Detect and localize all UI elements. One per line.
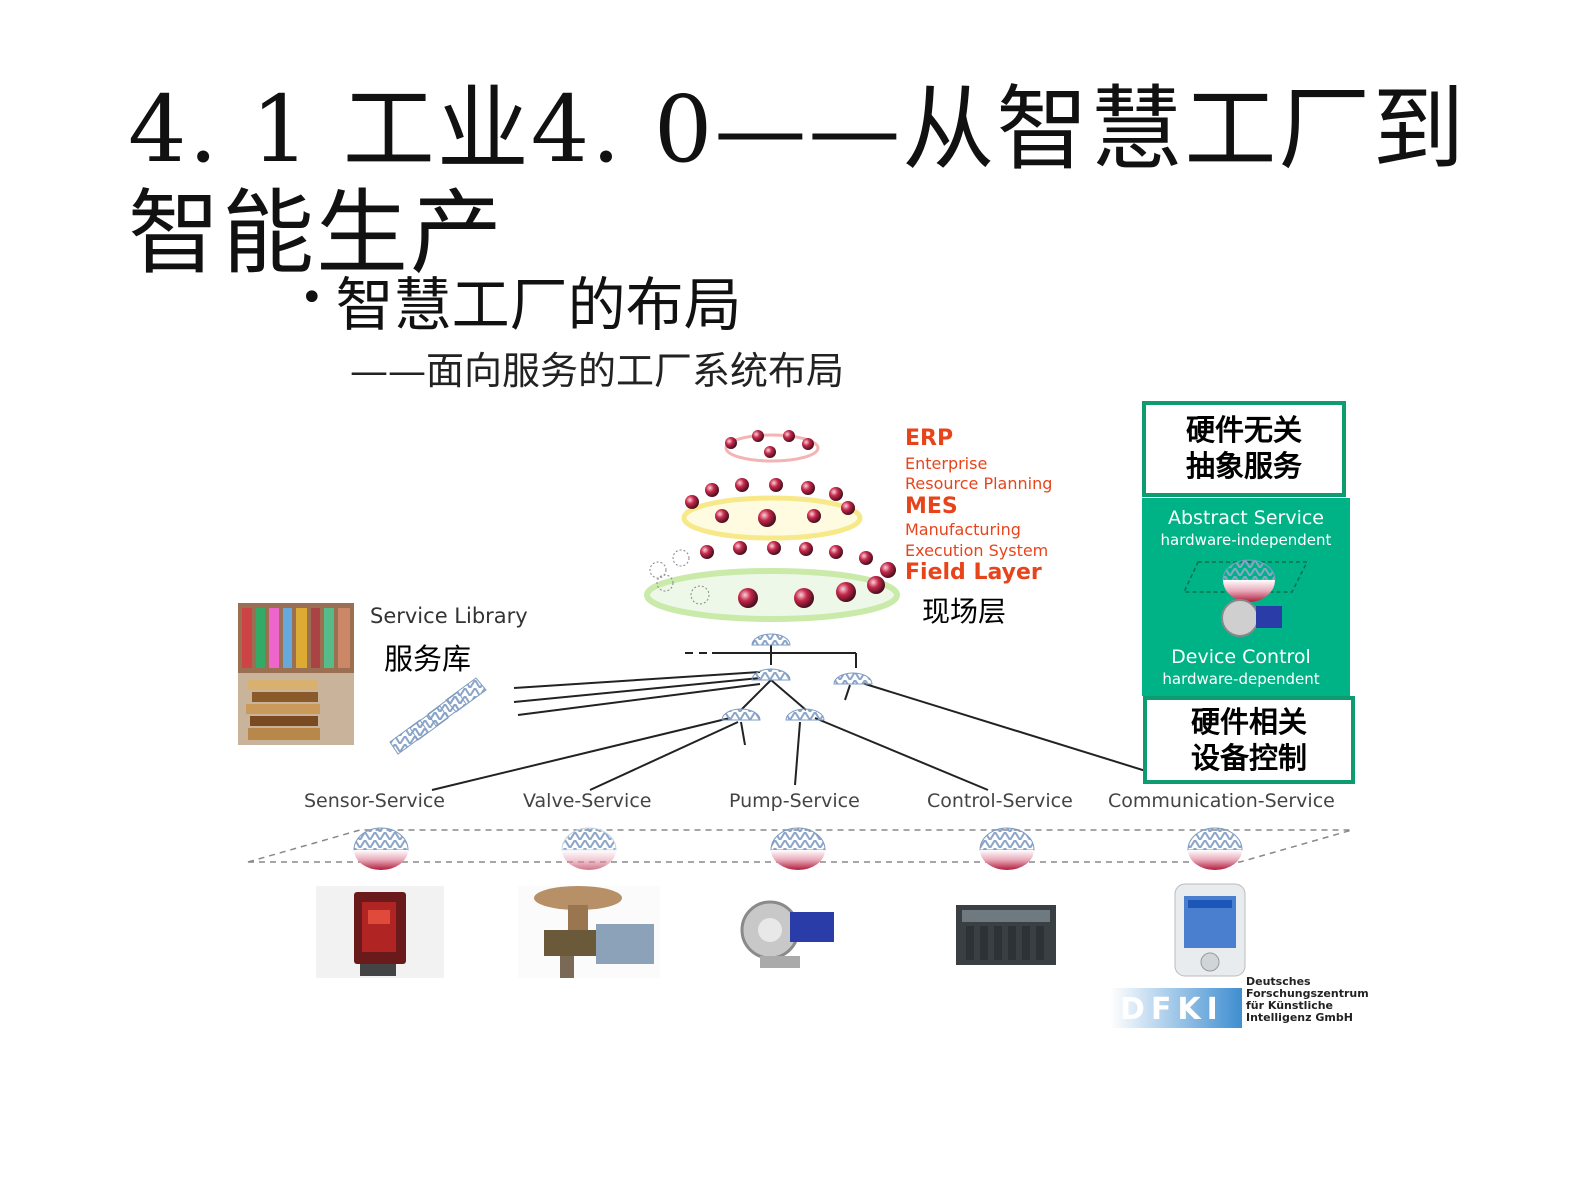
mes-label: MES <box>905 494 958 519</box>
device-images <box>316 883 1246 978</box>
layer-pyramid <box>644 430 900 622</box>
field-layer-label: Field Layer <box>905 560 1042 585</box>
communication-node <box>1187 827 1243 870</box>
pda-device <box>1174 883 1246 977</box>
erp-desc-2: Resource Planning <box>905 474 1053 493</box>
abstract-service-title: Abstract Service <box>1167 507 1325 529</box>
erp-desc-1: Enterprise <box>905 454 988 473</box>
top-box-line2: 抽象服务 <box>1185 449 1302 483</box>
control-node <box>979 827 1035 870</box>
plc-device <box>956 905 1056 965</box>
abstract-service-sub: hardware-independent <box>1160 531 1332 549</box>
mes-desc-1: Manufacturing <box>905 520 1021 539</box>
device-control-title: Device Control <box>1171 646 1311 668</box>
bottom-box-line1: 硬件相关 <box>1190 705 1307 739</box>
dfki-logo-letters: DFKI <box>1120 992 1224 1027</box>
top-box-line1: 硬件无关 <box>1185 413 1302 447</box>
valve-device <box>518 886 660 978</box>
tree-nodes <box>721 633 873 721</box>
right-panel-graphics <box>1142 401 1355 784</box>
service-label-sensor: Sensor-Service <box>304 790 445 812</box>
dfki-line-3: für Künstliche <box>1246 999 1334 1012</box>
page-title: 4. 1 工业4. 0——从智慧工厂到智能生产 <box>128 76 1467 287</box>
service-nodes <box>353 827 1243 870</box>
dfki-line-4: Intelligenz GmbH <box>1246 1011 1353 1024</box>
erp-ring <box>724 433 820 463</box>
bullet-dot-icon: • <box>300 275 324 321</box>
subtitle: ——面向服务的工厂系统布局 <box>350 349 845 393</box>
bottom-box-line2: 设备控制 <box>1190 741 1307 775</box>
valve-node <box>561 827 617 870</box>
device-control-sub: hardware-dependent <box>1162 670 1320 688</box>
library-photo <box>238 603 354 745</box>
service-label-valve: Valve-Service <box>523 790 652 812</box>
sensor-node <box>353 827 409 870</box>
service-bus-plane <box>247 829 1353 863</box>
erp-label: ERP <box>905 426 954 451</box>
service-label-pump: Pump-Service <box>729 790 860 812</box>
field-ring <box>644 568 900 622</box>
service-library-en: Service Library <box>370 604 528 628</box>
pump-node <box>770 827 826 870</box>
field-layer-cn: 现场层 <box>922 595 1007 628</box>
dfki-line-1: Deutsches <box>1246 975 1311 988</box>
dfki-logo <box>1110 988 1242 1028</box>
service-network-lines <box>431 645 1176 791</box>
service-label-control: Control-Service <box>927 790 1073 812</box>
top-box <box>1142 401 1346 497</box>
dfki-logo-text: Deutsches Forschungszentrum für Künstlic… <box>1246 976 1369 1024</box>
bullet-heading: •智慧工厂的布局 <box>300 258 742 342</box>
service-library-stack <box>389 677 487 755</box>
bottom-box <box>1143 696 1355 784</box>
service-label-communication: Communication-Service <box>1108 790 1335 812</box>
bullet-text: 智慧工厂的布局 <box>335 271 742 339</box>
pump-device <box>740 900 834 968</box>
mes-desc-2: Execution System <box>905 541 1049 560</box>
service-library-cn: 服务库 <box>384 642 472 676</box>
dfki-line-2: Forschungszentrum <box>1246 987 1369 1000</box>
sensor-device <box>316 886 444 978</box>
